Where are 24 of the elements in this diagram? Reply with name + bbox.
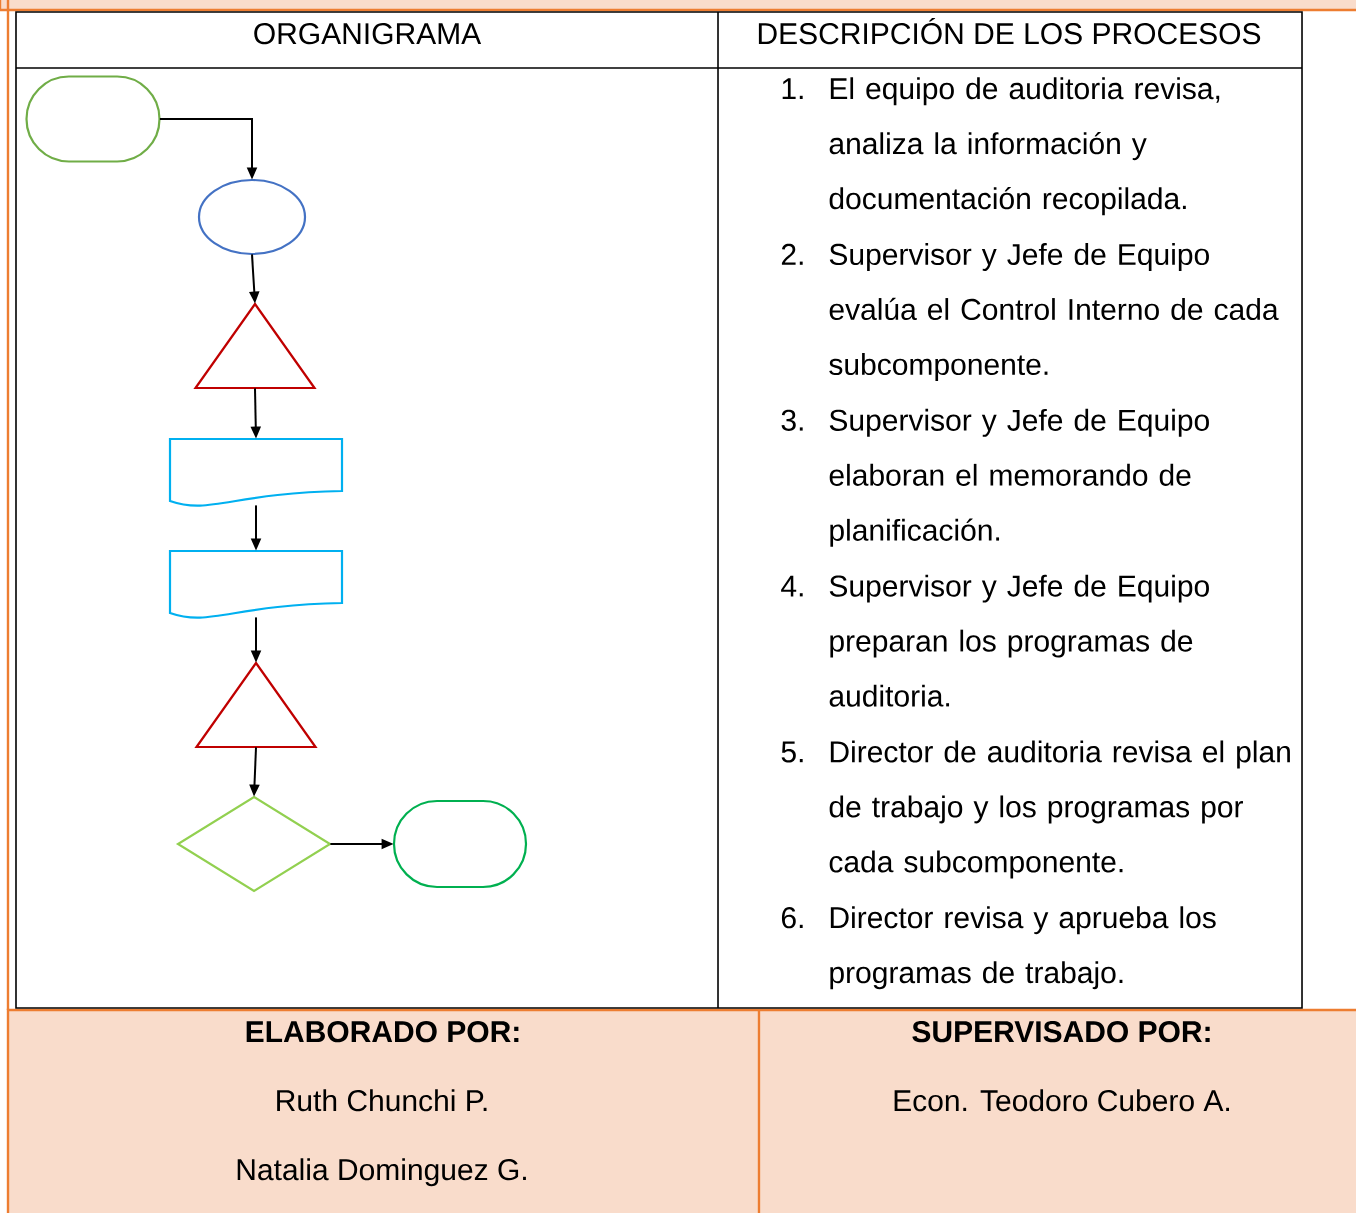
step-number: 6. bbox=[781, 907, 803, 929]
step-text: Supervisor y Jefe de Equipo evalúa el Control Interno de cada subcomponente. bbox=[829, 243, 1279, 381]
step-text: Supervisor y Jefe de Equipo preparan los programas de auditoria. bbox=[829, 574, 1209, 707]
step-number: 4. bbox=[781, 575, 803, 597]
supervisor-name: Econ. Teodoro Cubero A. bbox=[894, 1089, 1230, 1112]
step-text: Director revisa y aprueba los programas de trabajo. bbox=[830, 906, 1216, 990]
footer-heading: ELABORADO POR: bbox=[246, 1021, 519, 1043]
terminal-shape bbox=[392, 799, 528, 889]
column-header: DESCRIPCIÓN DE LOS PROCESOS bbox=[758, 18, 1261, 45]
document-shape bbox=[168, 437, 344, 507]
step-number: 3. bbox=[781, 409, 803, 431]
column-header: ORGANIGRAMA bbox=[254, 23, 482, 45]
step-number: 2. bbox=[781, 243, 803, 265]
terminal-shape bbox=[25, 75, 161, 163]
ellipse-shape bbox=[197, 178, 307, 256]
author-name: Ruth Chunchi P. bbox=[277, 1089, 487, 1112]
footer-heading: SUPERVISADO POR: bbox=[912, 1021, 1210, 1043]
step-text: El equipo de auditoria revisa, analiza la información y documentación recopilada. bbox=[829, 77, 1220, 216]
author-name: Natalia Dominguez G. bbox=[237, 1158, 526, 1187]
step-text: Supervisor y Jefe de Equipo elaboran el memorando de planificación. bbox=[829, 408, 1209, 547]
step-text: Director de auditoria revisa el plan de trabajo y los programas por cada subcomponente. bbox=[829, 740, 1290, 879]
step-number: 1. bbox=[782, 78, 803, 99]
step-number: 5. bbox=[781, 741, 803, 763]
document-shape bbox=[168, 549, 344, 619]
